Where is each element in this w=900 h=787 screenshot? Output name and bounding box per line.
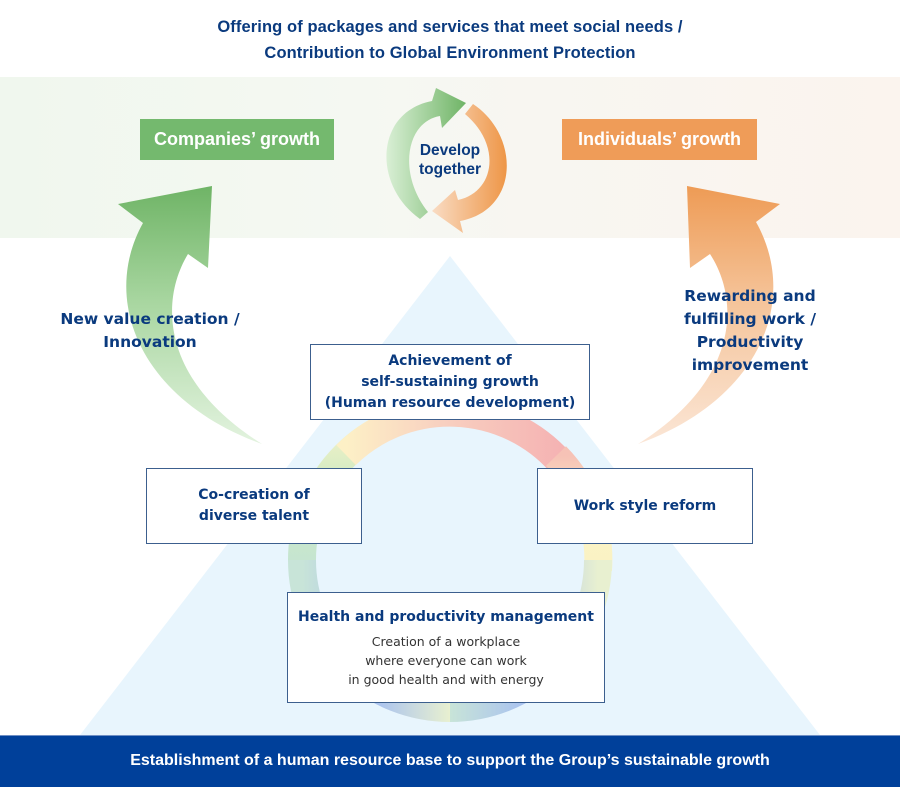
individuals-growth-arrow xyxy=(638,186,780,444)
innovation-label-line-2: Innovation xyxy=(103,333,197,351)
productivity-label-line-4: improvement xyxy=(691,356,809,374)
foundation-banner: Establishment of a human resource base t… xyxy=(0,735,900,787)
header-title: Offering of packages and services that m… xyxy=(0,14,900,66)
work-style-reform-label: Work style reform xyxy=(573,497,717,514)
self-sustaining-growth-line-1: Achievement of xyxy=(388,352,512,369)
header-title-line-2: Contribution to Global Environment Prote… xyxy=(264,44,636,62)
diverse-talent-line-2: diverse talent xyxy=(198,508,310,524)
self-sustaining-growth-line-2: self-sustaining growth xyxy=(361,373,539,390)
companies-growth-arrow xyxy=(118,186,262,444)
diverse-talent-box: Co-creation of diverse talent xyxy=(146,468,362,544)
innovation-label-line-1: New value creation / xyxy=(60,310,240,328)
develop-together-orange-arrow xyxy=(432,104,507,233)
productivity-label-line-2: fulfilling work / xyxy=(683,310,817,328)
foundation-triangle xyxy=(80,256,820,735)
health-productivity-desc-line-2: where everyone can work xyxy=(365,652,527,668)
develop-together-line-1: Develop xyxy=(419,142,481,159)
health-productivity-desc-line-1: Creation of a workplace xyxy=(371,633,521,649)
health-productivity-desc-line-3: in good health and with energy xyxy=(348,671,544,687)
self-sustaining-growth-line-3: (Human resource development) xyxy=(324,394,576,411)
work-style-reform-box: Work style reform xyxy=(537,468,753,544)
develop-together-line-2: together xyxy=(419,161,481,178)
productivity-label: Rewarding and fulfilling work / Producti… xyxy=(650,285,850,377)
develop-together-label: Develop together xyxy=(395,141,505,179)
header-title-line-1: Offering of packages and services that m… xyxy=(217,18,683,36)
health-productivity-box: Health and productivity management Creat… xyxy=(287,592,605,703)
health-productivity-title: Health and productivity management xyxy=(298,608,594,625)
companies-growth-label: Companies’ growth xyxy=(140,119,334,160)
productivity-label-line-1: Rewarding and xyxy=(684,287,816,305)
diverse-talent-line-1: Co-creation of xyxy=(198,487,310,503)
productivity-label-line-3: Productivity xyxy=(696,333,804,351)
individuals-growth-label: Individuals’ growth xyxy=(562,119,757,160)
innovation-label: New value creation / Innovation xyxy=(40,308,260,354)
self-sustaining-growth-box: Achievement of self-sustaining growth (H… xyxy=(310,344,590,420)
health-productivity-description: Creation of a workplace where everyone c… xyxy=(348,632,544,689)
develop-together-green-arrow xyxy=(386,88,466,219)
